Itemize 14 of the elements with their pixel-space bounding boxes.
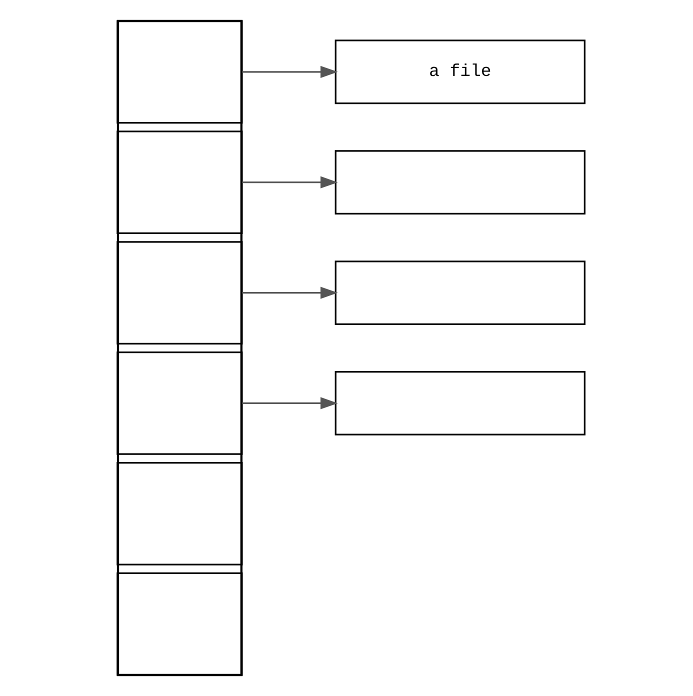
node-box bbox=[116, 241, 242, 344]
node-box bbox=[116, 130, 242, 234]
node-box bbox=[334, 371, 585, 436]
node-box bbox=[334, 260, 585, 325]
arrow bbox=[242, 397, 338, 410]
node-box bbox=[116, 462, 242, 566]
arrow bbox=[242, 286, 338, 299]
node-box: a file bbox=[334, 40, 585, 104]
arrow bbox=[242, 176, 338, 188]
node-box bbox=[116, 352, 242, 455]
arrow bbox=[242, 66, 338, 78]
node-box bbox=[334, 150, 585, 215]
node-box bbox=[116, 572, 242, 676]
node-box bbox=[116, 20, 242, 124]
